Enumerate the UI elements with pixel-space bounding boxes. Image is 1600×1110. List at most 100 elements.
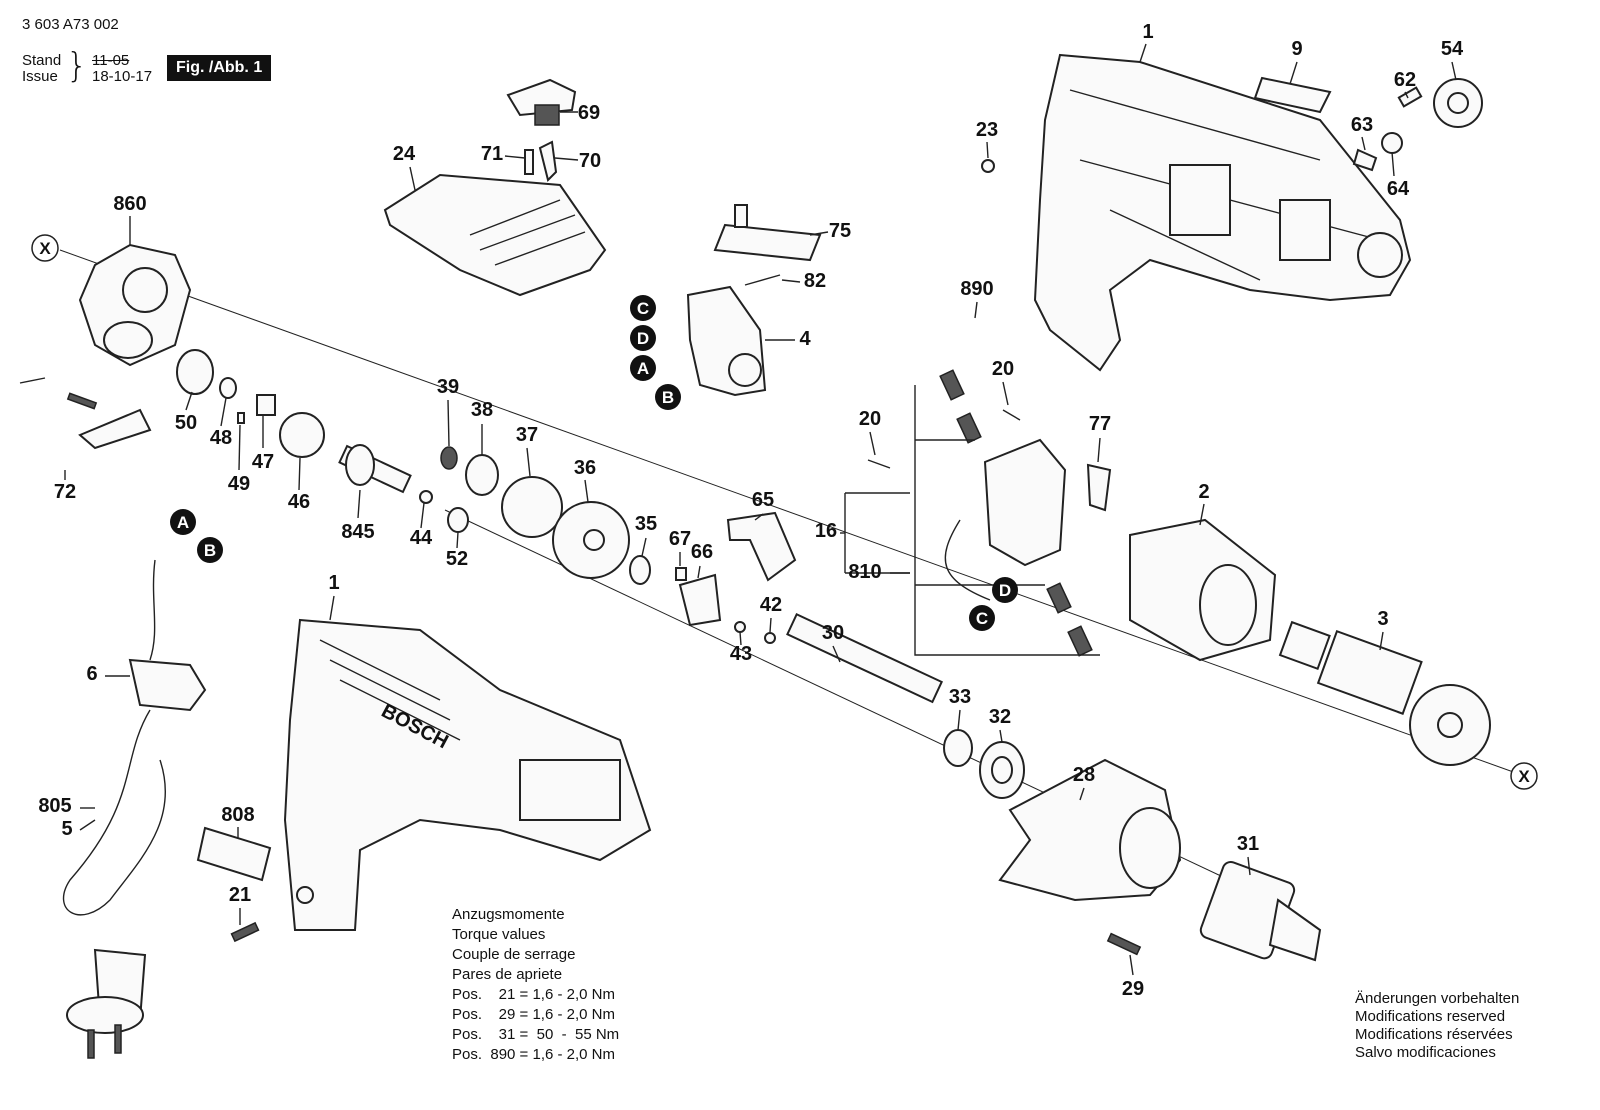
spring-82 bbox=[744, 274, 781, 286]
ring-35 bbox=[629, 555, 651, 585]
connection-marker-b: B bbox=[662, 388, 674, 407]
torque-row: Pos. 21 = 1,6 - 2,0 Nm bbox=[452, 986, 615, 1003]
connection-marker-c-circle bbox=[969, 605, 995, 631]
cap-part bbox=[1433, 78, 1483, 128]
document-number: 3 603 A73 002 bbox=[22, 16, 119, 33]
screws-20 bbox=[867, 409, 1021, 469]
spring-pin-part bbox=[524, 149, 534, 175]
connection-marker-a-circle bbox=[630, 355, 656, 381]
part-label-p72: 72 bbox=[54, 481, 76, 503]
torque-row: Pos. 29 = 1,6 - 2,0 Nm bbox=[452, 1006, 615, 1023]
part-label-p1b: 1 bbox=[328, 572, 339, 594]
part-label-p20b: 20 bbox=[859, 408, 881, 430]
stand-date: 11-05 bbox=[92, 52, 130, 69]
chuck-31 bbox=[1199, 861, 1322, 962]
bushing-52 bbox=[447, 507, 469, 533]
drill-body bbox=[283, 618, 652, 931]
torque-values-block: Anzugsmomente Torque values Couple de se… bbox=[452, 905, 619, 1065]
part-label-p46: 46 bbox=[288, 491, 310, 513]
connection-marker-b-circle bbox=[197, 537, 223, 563]
leader-line-p5 bbox=[79, 819, 96, 831]
top-cover bbox=[383, 173, 607, 297]
modifications-de: Änderungen vorbehalten bbox=[1355, 990, 1520, 1007]
part-label-p50: 50 bbox=[175, 412, 197, 434]
part-label-p4: 4 bbox=[799, 328, 811, 350]
leader-line-p36 bbox=[584, 479, 589, 503]
leader-line-p32 bbox=[999, 729, 1003, 743]
leader-line-p50 bbox=[185, 391, 193, 411]
leader-line-p31 bbox=[1247, 856, 1251, 876]
connection-marker-c: C bbox=[637, 299, 649, 318]
connection-marker-b: B bbox=[204, 541, 216, 560]
leader-line-p48 bbox=[220, 397, 227, 427]
leader-line-p39 bbox=[447, 399, 450, 447]
part-label-p65: 65 bbox=[752, 489, 774, 511]
leader-line-p70 bbox=[554, 157, 579, 161]
leader-line-p35 bbox=[641, 537, 647, 557]
issue-label: Issue bbox=[22, 68, 58, 85]
gear-46 bbox=[279, 412, 325, 458]
part-label-p49: 49 bbox=[228, 473, 250, 495]
part-label-p43: 43 bbox=[730, 643, 752, 665]
part-label-p77: 77 bbox=[1089, 413, 1111, 435]
part-label-p33: 33 bbox=[949, 686, 971, 708]
switch-plate-post bbox=[734, 204, 748, 228]
leader-line-p43 bbox=[739, 631, 742, 646]
brace-glyph: } bbox=[66, 46, 88, 86]
part-label-p54: 54 bbox=[1441, 38, 1464, 60]
washer-48 bbox=[219, 377, 237, 399]
part-label-p860: 860 bbox=[113, 193, 146, 215]
spindle-30 bbox=[786, 613, 944, 704]
switch-knob bbox=[506, 78, 577, 126]
leader-line-p24 bbox=[409, 166, 416, 191]
part-label-p5: 5 bbox=[61, 818, 72, 840]
stator-2 bbox=[1129, 518, 1277, 662]
trigger-switch bbox=[686, 285, 767, 397]
plug bbox=[66, 948, 147, 1059]
leader-line-p42 bbox=[769, 617, 772, 633]
spring-part bbox=[1352, 148, 1378, 172]
washer-44 bbox=[419, 490, 433, 504]
wire-810 bbox=[944, 519, 991, 601]
bearing-38 bbox=[465, 454, 499, 496]
leader-line-p62 bbox=[1404, 91, 1409, 99]
part-label-p29: 29 bbox=[1122, 978, 1144, 1000]
torque-row: Pos. 31 = 50 - 55 Nm bbox=[452, 1026, 620, 1043]
leader-line-p3 bbox=[1379, 631, 1384, 651]
ball-bearing-32-hole bbox=[991, 756, 1013, 784]
leader-line-p66 bbox=[697, 565, 701, 579]
leader-line-p20a bbox=[1002, 381, 1009, 406]
connection-marker-c: C bbox=[976, 609, 988, 628]
spring-67 bbox=[675, 567, 687, 581]
part-label-p63: 63 bbox=[1351, 114, 1373, 136]
leader-line-p46 bbox=[298, 457, 301, 491]
leader-line-p82 bbox=[781, 279, 801, 283]
part-label-p39: 39 bbox=[437, 376, 459, 398]
part-label-p82: 82 bbox=[804, 270, 826, 292]
leader-line-p9 bbox=[1289, 61, 1298, 85]
part-label-p62: 62 bbox=[1394, 69, 1416, 91]
leader-line-p49 bbox=[238, 424, 241, 471]
switch-plate bbox=[713, 223, 822, 262]
modifications-en: Modifications reserved bbox=[1355, 1008, 1506, 1025]
modifications-notice: Änderungen vorbehalten Modifications res… bbox=[1355, 990, 1519, 1062]
rating-plate bbox=[1253, 76, 1332, 114]
part-label-p805: 805 bbox=[38, 795, 71, 817]
leader-line-p63 bbox=[1361, 136, 1366, 151]
leader-line-p28 bbox=[1079, 787, 1085, 801]
leader-line-p1b bbox=[329, 595, 335, 621]
bracket-77 bbox=[1086, 463, 1112, 512]
part-label-p36: 36 bbox=[574, 457, 596, 479]
leader-line-p44 bbox=[420, 502, 425, 529]
part-label-p31: 31 bbox=[1237, 833, 1259, 855]
front-cover-28 bbox=[998, 758, 1182, 902]
leader-line-p20b bbox=[869, 431, 876, 456]
o-ring-part bbox=[1381, 132, 1403, 154]
part-label-p47: 47 bbox=[252, 451, 274, 473]
part-label-p1a: 1 bbox=[1142, 21, 1153, 43]
leader-line-p2 bbox=[1199, 503, 1205, 526]
part-label-p67: 67 bbox=[669, 528, 691, 550]
connection-marker-d-circle bbox=[630, 325, 656, 351]
screw-21 bbox=[230, 921, 260, 943]
